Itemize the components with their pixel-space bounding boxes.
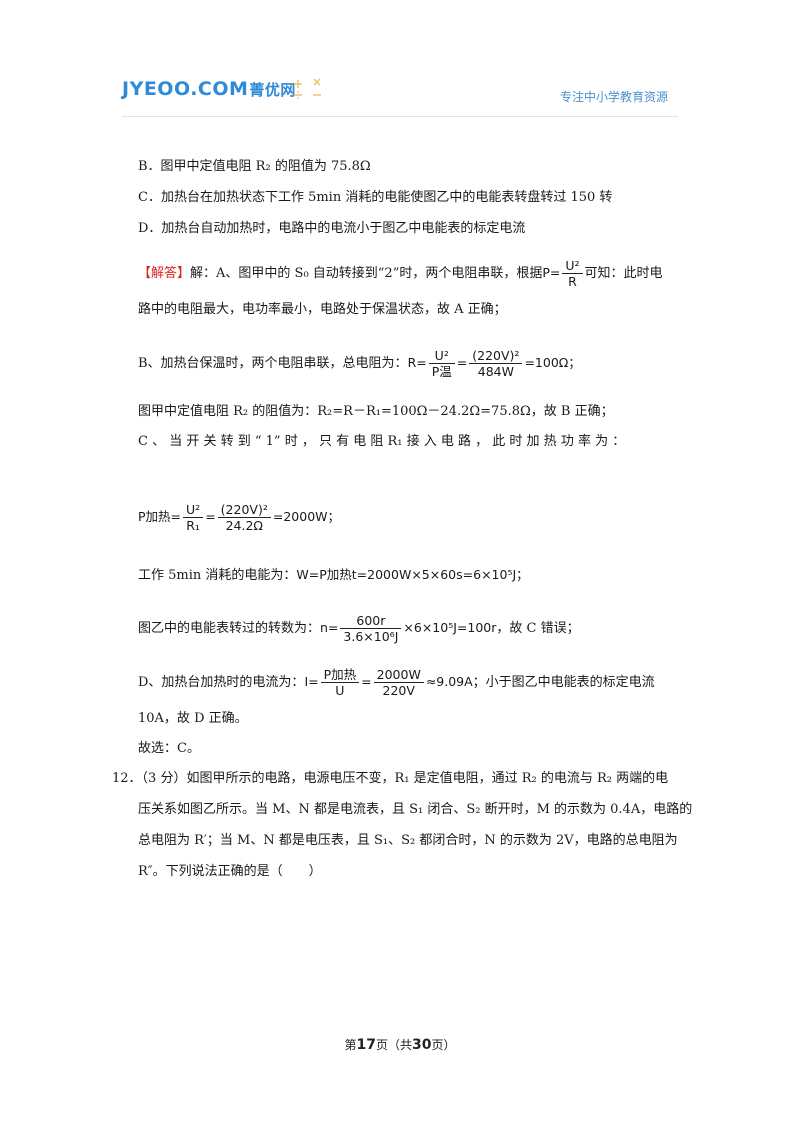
solution-c-turns-end: ，故 C 错误； (496, 621, 580, 636)
fraction-denominator: 24.2Ω (225, 518, 263, 533)
fraction-numerator: U² (183, 502, 204, 518)
fraction-numerator: P加热 (320, 667, 360, 683)
formula-eq: = (456, 355, 468, 370)
fraction-numerator: (220V)² (469, 348, 523, 364)
footer-post: 页） (431, 1038, 456, 1052)
solution-d-line2: 10A，故 D 正确。 (138, 711, 248, 726)
formula-r-result: =100Ω； (524, 355, 581, 370)
solution-b-line2: 图甲中定值电阻 R₂ 的阻值为：R₂=R－R₁=100Ω－24.2Ω=75.8Ω… (138, 404, 614, 419)
formula-pheat-result: =2000W； (272, 509, 341, 524)
solution-answer: 故选：C。 (138, 741, 200, 756)
solution-c-energy: 工作 5min 消耗的电能为：W=P加热t=2000W×5×60s=6×10⁵J… (138, 566, 529, 585)
fraction-denominator: 3.6×10⁶J (343, 629, 399, 644)
formula-eq: = (205, 509, 216, 524)
solution-a-line2: 路中的电阻最大，电功率最小，电路处于保温状态，故 A 正确； (138, 302, 507, 317)
question-12-line3: 总电阻为 R′；当 M、N 都是电压表，且 S₁、S₂ 都闭合时，N 的示数为 … (138, 833, 678, 848)
solution-b-pre: B、加热台保温时，两个电阻串联，总电阻为： (138, 356, 408, 371)
fraction-numerator: U² (428, 348, 455, 364)
solution-a-post: 可知：此时电 (584, 266, 663, 281)
solution-d-post: ；小于图乙中电能表的标定电流 (472, 675, 655, 690)
formula-i-result: ≈9.09A (425, 674, 473, 689)
fraction-denominator: 484W (477, 364, 514, 379)
logo-text: JYEOO.COM (122, 78, 249, 100)
footer-page-number: 17 (356, 1037, 376, 1053)
solution-a-pre: 解：A、图甲中的 S₀ 自动转接到“2”时，两个电阻串联，根据 (190, 266, 543, 281)
formula-energy: W=P加热t=2000W×5×60s=6×10⁵J； (296, 567, 529, 582)
fraction-denominator: R₁ (186, 518, 200, 533)
solution-d-pre: D、加热台加热时的电流为： (138, 675, 305, 690)
solution-c-line1: C 、 当 开 关 转 到 “ 1” 时 ， 只 有 电 阻 R₁ 接 入 电 … (138, 434, 626, 449)
page-header: JYEOO.COM菁优网 专注中小学教育资源 (122, 72, 678, 117)
solution-c-turns-pre: 图乙中的电能表转过的转数为： (138, 621, 321, 636)
jyeoo-logo[interactable]: JYEOO.COM菁优网 (122, 78, 296, 100)
question-12-line2: 压关系如图乙所示。当 M、N 都是电流表，且 S₁ 闭合、S₂ 断开时，M 的示… (138, 802, 693, 817)
formula-pheat-lhs: P加热= (138, 509, 182, 524)
formula-r-lhs: R= (407, 355, 427, 370)
formula-n-post: ×6×10⁵J=100r (403, 620, 497, 635)
fraction-numerator: U² (562, 258, 583, 274)
logo-decoration-icon (294, 78, 321, 99)
formula-n-lhs: n= (320, 620, 339, 635)
formula-p-lhs: P= (542, 265, 561, 280)
option-c: C．加热台在加热状态下工作 5min 消耗的电能使图乙中的电能表转盘转过 150… (138, 190, 613, 205)
option-d: D．加热台自动加热时，电路中的电流小于图乙中电能表的标定电流 (138, 221, 526, 236)
fraction-numerator: 2000W (373, 667, 424, 683)
fraction-numerator: 600r (340, 613, 402, 629)
page-footer: 第17页（共30页） (0, 1036, 800, 1053)
question-12-line1: 12．（3 分）如图甲所示的电路，电源电压不变，R₁ 是定值电阻，通过 R₂ 的… (112, 771, 669, 786)
solution-tag: 【解答】 (138, 266, 191, 281)
fraction-denominator: R (568, 274, 577, 289)
option-b: B．图甲中定值电阻 R₂ 的阻值为 75.8Ω (138, 159, 371, 174)
footer-pre: 第 (344, 1038, 357, 1052)
footer-total-pages: 30 (412, 1037, 432, 1053)
fraction-denominator: U (335, 683, 345, 698)
formula-i-lhs: I= (304, 674, 319, 689)
fraction-denominator: 220V (382, 683, 415, 698)
logo-cn: 菁优网 (249, 81, 296, 99)
header-slogan: 专注中小学教育资源 (559, 90, 668, 104)
fraction-denominator: P温 (431, 364, 452, 379)
formula-eq: = (361, 674, 372, 689)
question-12-line4: R″。下列说法正确的是（ ） (138, 864, 322, 879)
solution-c-energy-pre: 工作 5min 消耗的电能为： (138, 568, 297, 583)
fraction-numerator: (220V)² (217, 502, 271, 518)
footer-mid: 页（共 (375, 1038, 412, 1052)
